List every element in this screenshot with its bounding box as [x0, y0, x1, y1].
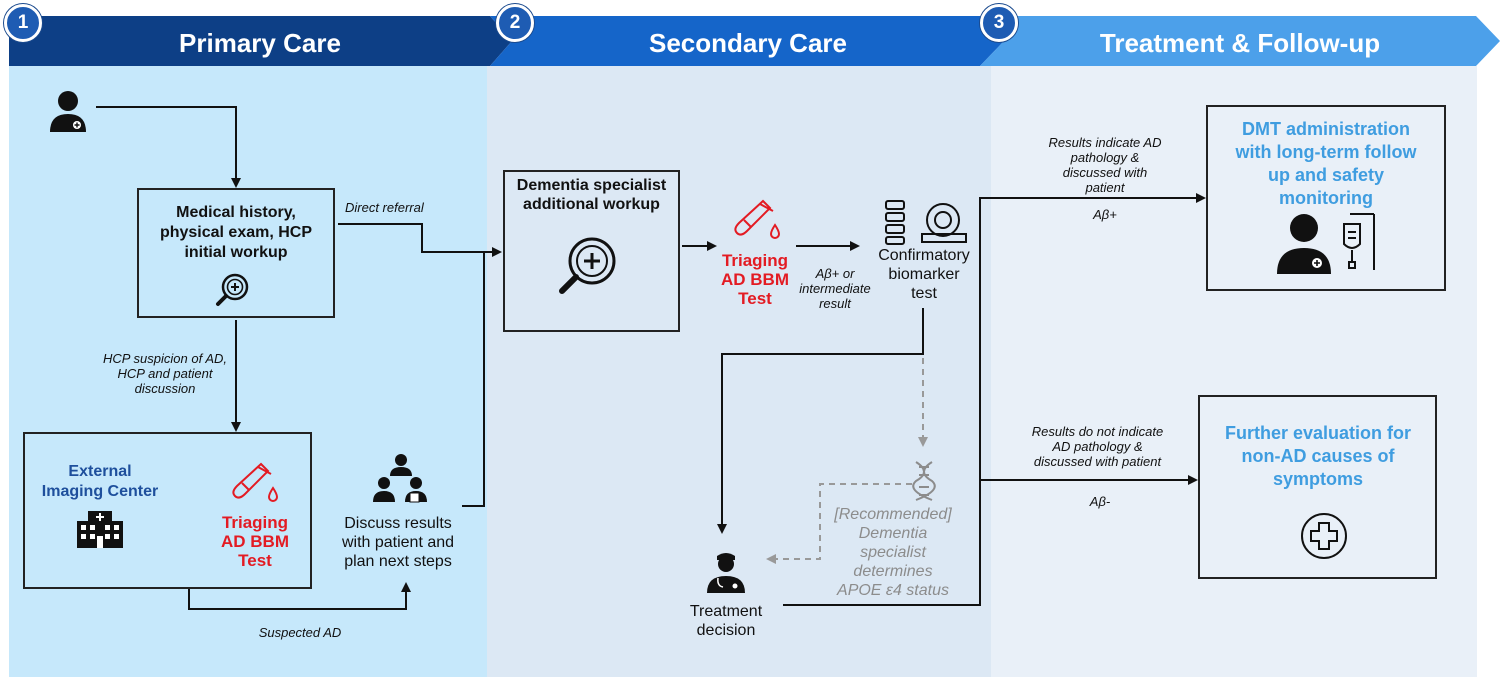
apoe-line-4: determines — [853, 563, 933, 580]
triage-secondary-line-3: Test — [738, 289, 772, 308]
secondary-care-panel — [487, 66, 991, 677]
triage-primary-line-3: Test — [238, 551, 272, 570]
magnifier-icon — [216, 273, 249, 306]
abeta-line-2: intermediate — [799, 281, 871, 296]
dmt-line-4: monitoring — [1279, 188, 1373, 208]
negative-result-label: Results do not indicate AD pathology & d… — [1010, 424, 1185, 469]
apoe-line-5: APOE ε4 status — [837, 582, 949, 599]
apoe-status-text: [Recommended] Dementia specialist determ… — [818, 505, 968, 600]
doctor-patient-group-icon — [373, 454, 427, 503]
neg-line-2: AD pathology & — [1052, 439, 1143, 454]
further-evaluation-text: Further evaluation for non-AD causes of … — [1202, 422, 1434, 491]
direct-referral-label: Direct referral — [345, 200, 424, 215]
specialist-workup-box — [503, 170, 680, 332]
abeta-positive-label: Aβ+ — [1093, 207, 1117, 222]
confirmatory-test-text: Confirmatory biomarker test — [868, 246, 980, 303]
workup-line-3: initial workup — [184, 244, 288, 261]
specialist-line-1: Dementia specialist — [516, 177, 667, 194]
apoe-line-1: [Recommended] — [834, 506, 952, 523]
hospital-icon — [77, 511, 123, 548]
suspicion-label: HCP suspicion of AD, HCP and patient dis… — [80, 351, 250, 396]
phase-title-secondary: Secondary Care — [649, 28, 847, 58]
suspicion-line-3: discussion — [134, 381, 196, 396]
dna-icon — [912, 461, 936, 501]
triage-test-label-secondary: Triaging AD BBM Test — [705, 251, 805, 308]
further-line-1: Further evaluation for — [1224, 423, 1412, 443]
phase-number-1: 1 — [4, 4, 42, 42]
treatment-panel — [991, 66, 1477, 677]
abeta-intermediate-label: Aβ+ or intermediate result — [785, 266, 885, 311]
blood-test-tube-icon — [232, 462, 279, 502]
decision-line-2: decision — [696, 622, 756, 639]
treatment-decision-text: Treatment decision — [670, 602, 782, 640]
suspicion-line-2: HCP and patient — [117, 366, 213, 381]
doctor-large-icon — [1277, 214, 1331, 274]
confirm-line-3: test — [911, 285, 937, 302]
specialist-line-2: additional workup — [523, 196, 660, 213]
dmt-line-1: DMT administration — [1241, 119, 1410, 139]
imaging-line-2: Imaging Center — [41, 483, 159, 500]
dmt-line-2: with long-term follow — [1235, 142, 1417, 162]
imaging-line-1: External — [68, 463, 132, 480]
abeta-line-3: result — [819, 296, 851, 311]
phase-number-3: 3 — [980, 4, 1018, 42]
decision-line-1: Treatment — [689, 603, 763, 620]
pos-line-3: discussed with — [1062, 165, 1148, 180]
apoe-line-2: Dementia — [858, 525, 928, 542]
doctor-icon — [50, 91, 86, 132]
triage-primary-line-2: AD BBM — [221, 532, 289, 551]
specialist-workup-title: Dementia specialist additional workup — [505, 176, 678, 214]
triage-secondary-line-1: Triaging — [721, 251, 789, 270]
confirm-line-1: Confirmatory — [878, 247, 970, 264]
suspected-ad-label: Suspected AD — [258, 625, 342, 640]
dmt-line-3: up and safety — [1267, 165, 1385, 185]
pos-line-1: Results indicate AD — [1048, 135, 1162, 150]
pos-line-4: patient — [1085, 180, 1125, 195]
neg-line-3: discussed with patient — [1033, 454, 1162, 469]
positive-result-label: Results indicate AD pathology & discusse… — [1025, 135, 1185, 195]
further-line-2: non-AD causes of — [1241, 446, 1395, 466]
confirm-line-2: biomarker — [888, 266, 960, 283]
discuss-results-text: Discuss results with patient and plan ne… — [328, 514, 468, 571]
phase-title-primary: Primary Care — [179, 28, 341, 58]
neg-line-1: Results do not indicate — [1031, 424, 1164, 439]
workup-line-1: Medical history, — [176, 204, 296, 221]
initial-workup-text: Medical history, physical exam, HCP init… — [140, 203, 332, 263]
phase-number-2: 2 — [496, 4, 534, 42]
magnifier-large-icon — [559, 237, 616, 294]
imaging-center-box — [23, 432, 312, 589]
discuss-line-2: with patient and — [341, 534, 455, 551]
iv-drip-icon — [1343, 213, 1375, 270]
spine-scanner-icon — [885, 200, 967, 245]
phase-title-treatment: Treatment & Follow-up — [1099, 28, 1381, 58]
abeta-line-1: Aβ+ or — [815, 266, 855, 281]
abeta-negative-label: Aβ- — [1089, 494, 1111, 509]
suspicion-line-1: HCP suspicion of AD, — [102, 351, 228, 366]
imaging-center-label: External Imaging Center — [26, 462, 174, 502]
medical-cross-icon — [1301, 513, 1347, 559]
further-line-3: symptoms — [1272, 469, 1364, 489]
blood-test-tube-icon-secondary — [734, 199, 781, 239]
triage-test-label-primary: Triaging AD BBM Test — [200, 513, 310, 570]
initial-workup-box — [137, 188, 335, 318]
discuss-line-3: plan next steps — [344, 553, 452, 570]
triage-primary-line-1: Triaging — [221, 513, 289, 532]
further-evaluation-box — [1198, 395, 1437, 579]
primary-care-panel — [9, 66, 487, 677]
triage-secondary-line-2: AD BBM — [721, 270, 789, 289]
physician-icon — [707, 553, 745, 593]
workup-line-2: physical exam, HCP — [159, 224, 313, 241]
dmt-box — [1206, 105, 1446, 291]
dmt-text: DMT administration with long-term follow… — [1210, 118, 1442, 210]
pos-line-2: pathology & — [1070, 150, 1140, 165]
apoe-line-3: specialist — [860, 544, 926, 561]
discuss-line-1: Discuss results — [344, 515, 452, 532]
